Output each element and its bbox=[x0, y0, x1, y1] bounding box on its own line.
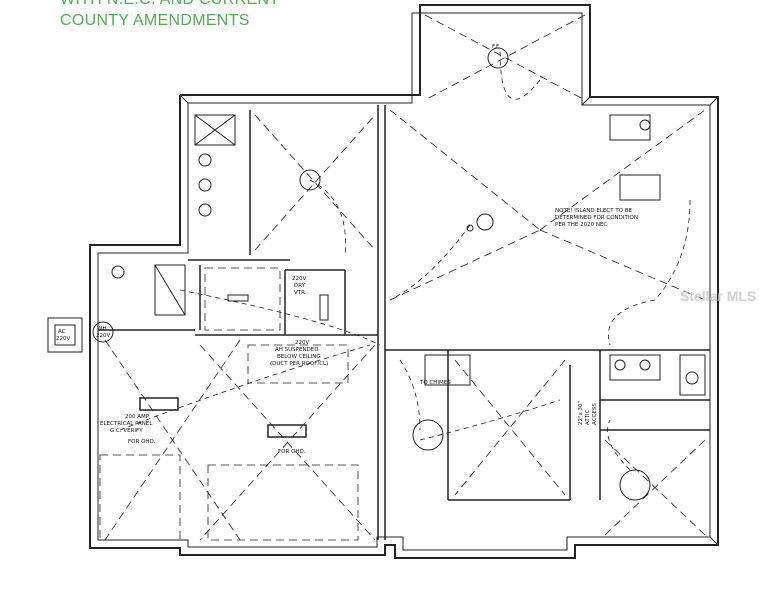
exterior-walls bbox=[89, 4, 719, 559]
ceiling-lines bbox=[99, 14, 706, 541]
interior-walls bbox=[98, 105, 710, 540]
ohd-box bbox=[267, 424, 307, 438]
for-ohd-2: FOR OHD. bbox=[278, 449, 306, 455]
dryer-label-3: VTR bbox=[294, 290, 305, 296]
attic-label-1: 22"x 30" bbox=[578, 401, 584, 425]
island-note-1: NOTE! ISLAND ELECT TO BE bbox=[555, 208, 633, 214]
header-line-2: COUNTY AMENDMENTS bbox=[60, 12, 250, 29]
dryer-label-2: DRY bbox=[294, 283, 306, 289]
ac-unit bbox=[47, 317, 83, 353]
wh-label-2: 220V bbox=[96, 333, 110, 339]
ac-label-2: 220V bbox=[56, 336, 70, 342]
panel-label-2: ELECTRICAL PANEL bbox=[100, 421, 153, 427]
panel-label-1: 200 AMP bbox=[125, 414, 150, 420]
island-note-3: PER THE 2020 NEC bbox=[555, 222, 607, 228]
wh-label-1: WH bbox=[97, 326, 107, 332]
fan-label: F.F. bbox=[492, 44, 500, 50]
fixtures bbox=[111, 114, 706, 396]
ah-label-2: AH SUSPENDED bbox=[275, 347, 319, 353]
chimes-label: TO CHIMES bbox=[419, 380, 451, 386]
panel-label-3: G.C. VERIFY bbox=[110, 428, 143, 434]
light-fixtures bbox=[299, 47, 651, 501]
attic-label-3: ACCESS bbox=[592, 403, 598, 425]
attic-label-2: ATTIC bbox=[585, 409, 591, 425]
watermark: Stellar MLS bbox=[680, 288, 757, 304]
ac-label-1: AC bbox=[58, 329, 66, 335]
header-line-1: WITH N.E.C. AND CURRENT bbox=[60, 0, 279, 9]
ah-label-3: BELOW CEILING bbox=[277, 354, 321, 360]
for-ohd-1: FOR OHD. bbox=[128, 439, 156, 445]
dryer-label-1: 220V bbox=[292, 276, 306, 282]
island-note-2: DETERMINED FOR CONDITION bbox=[555, 215, 638, 221]
water-heater bbox=[92, 321, 114, 343]
ah-label-4: (DUCT PER ROOF/CL) bbox=[270, 361, 328, 367]
ah-label-1: 220V bbox=[295, 340, 309, 346]
electrical-panel bbox=[139, 397, 179, 411]
